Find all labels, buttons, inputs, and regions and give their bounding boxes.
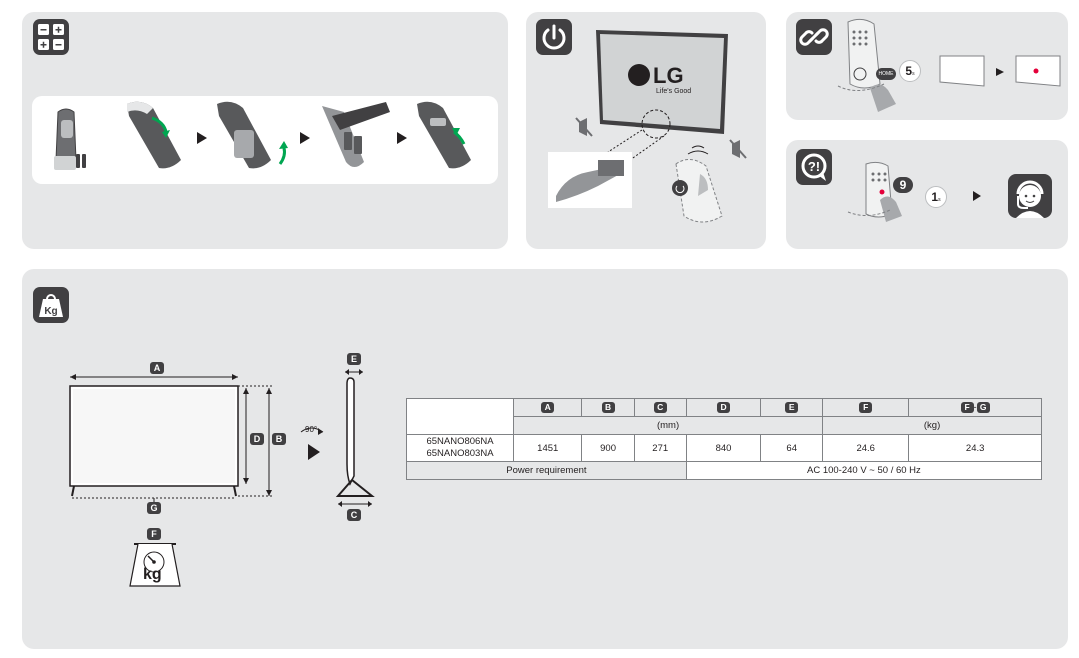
spec-value-b: 900 — [581, 434, 635, 462]
power-detail-illustration — [548, 109, 747, 223]
dim-label-c: C — [347, 509, 361, 521]
svg-text:?!: ?! — [808, 159, 820, 174]
pairing-remote-illustration — [837, 18, 896, 112]
spec-value-f: 24.6 — [822, 434, 910, 462]
rotate-90-label: 90° — [305, 425, 318, 434]
spec-header-d: D — [685, 398, 762, 417]
spec-blank-cell — [406, 398, 514, 435]
sound-off-icon-left — [575, 117, 593, 137]
spec-value-f-g: 24.3 — [908, 434, 1042, 462]
sound-off-icon-right — [729, 139, 747, 159]
rotate-90-arrow — [300, 427, 324, 460]
battery-step-4-image — [417, 101, 471, 169]
lg-logo-text: LG — [653, 63, 684, 88]
tv-front-dimension-drawing — [69, 374, 274, 508]
pairing-seconds: 5s — [899, 60, 921, 82]
spec-power-value: AC 100-240 V ~ 50 / 60 Hz — [685, 461, 1043, 480]
spec-data-row: 65NANO806NA 65NANO803NA 1451 900 271 840… — [406, 434, 1042, 462]
tv-side-dimension-drawing — [335, 369, 375, 507]
spec-header-c: C — [633, 398, 687, 417]
spec-value-a: 1451 — [512, 434, 583, 462]
spec-header-e: E — [760, 398, 824, 417]
spec-power-label: Power requirement — [406, 461, 687, 480]
lg-logo-mark — [628, 64, 650, 86]
remote-battery-icon — [33, 19, 69, 55]
question-bubble-icon: ?! — [796, 149, 832, 185]
help-remote-illustration — [847, 161, 902, 222]
lg-tagline: Life's Good — [656, 88, 692, 95]
spec-model-cell: 65NANO806NA 65NANO803NA — [406, 434, 514, 462]
spec-value-e: 64 — [760, 434, 824, 462]
step-arrow-1 — [197, 132, 207, 144]
spec-value-c: 271 — [633, 434, 687, 462]
spec-unit-row: (mm) (kg) — [407, 416, 1042, 435]
dim-label-f: F — [147, 528, 161, 540]
weight-unit-label: kg — [143, 566, 162, 583]
power-icon — [536, 19, 572, 55]
spec-table: A B C D E F F-G (mm) (kg) 65NANO806NA 65… — [406, 398, 1043, 480]
spec-header-a: A — [512, 398, 583, 417]
spec-header-f: F — [822, 398, 910, 417]
help-seconds: 1s — [925, 186, 947, 208]
dim-label-g: G — [147, 502, 161, 514]
spec-header-b: B — [581, 398, 635, 417]
pairing-home-button-badge: HOME — [876, 68, 896, 80]
link-icon — [796, 19, 832, 55]
dim-label-d: D — [250, 433, 264, 445]
pairing-home-label: HOME — [878, 71, 894, 77]
spec-header-f-g: F-G — [908, 398, 1042, 417]
remote-with-batteries-image — [54, 108, 86, 170]
spec-unit-kg: (kg) — [822, 416, 1042, 435]
support-agent-icon — [1008, 174, 1052, 218]
spec-header-row: A B C D E F F-G — [406, 398, 1042, 435]
spec-model-2: 65NANO803NA — [426, 448, 494, 459]
spec-model-1: 65NANO806NA — [426, 436, 494, 447]
tv-front-illustration — [596, 30, 728, 134]
help-button-label: 9 — [899, 178, 907, 192]
pairing-seconds-value: 5 — [905, 64, 913, 78]
battery-step-3-image — [322, 102, 390, 167]
kg-bag-icon: Kg — [33, 287, 69, 323]
battery-step-1-image — [127, 101, 181, 169]
help-seconds-value: 1 — [931, 190, 939, 204]
dim-label-b: B — [272, 433, 286, 445]
svg-text:Kg: Kg — [44, 306, 57, 317]
spec-value-d: 840 — [685, 434, 762, 462]
step-arrow-3 — [397, 132, 407, 144]
help-button-9-badge: 9 — [893, 177, 913, 193]
help-arrow — [973, 191, 981, 201]
dim-label-a: A — [150, 362, 164, 374]
help-seconds-unit: s — [938, 197, 941, 203]
pairing-seconds-unit: s — [912, 71, 915, 77]
dim-label-e: E — [347, 353, 361, 365]
weight-scale-icon — [129, 543, 181, 587]
remote-power-press-image — [672, 145, 723, 223]
pairing-screens — [939, 55, 1061, 87]
battery-steps-illustration — [54, 101, 471, 170]
battery-step-2-image — [217, 101, 288, 169]
step-arrow-2 — [300, 132, 310, 144]
spec-power-row: Power requirement AC 100-240 V ~ 50 / 60… — [406, 461, 1043, 480]
spec-unit-mm: (mm) — [512, 416, 824, 435]
